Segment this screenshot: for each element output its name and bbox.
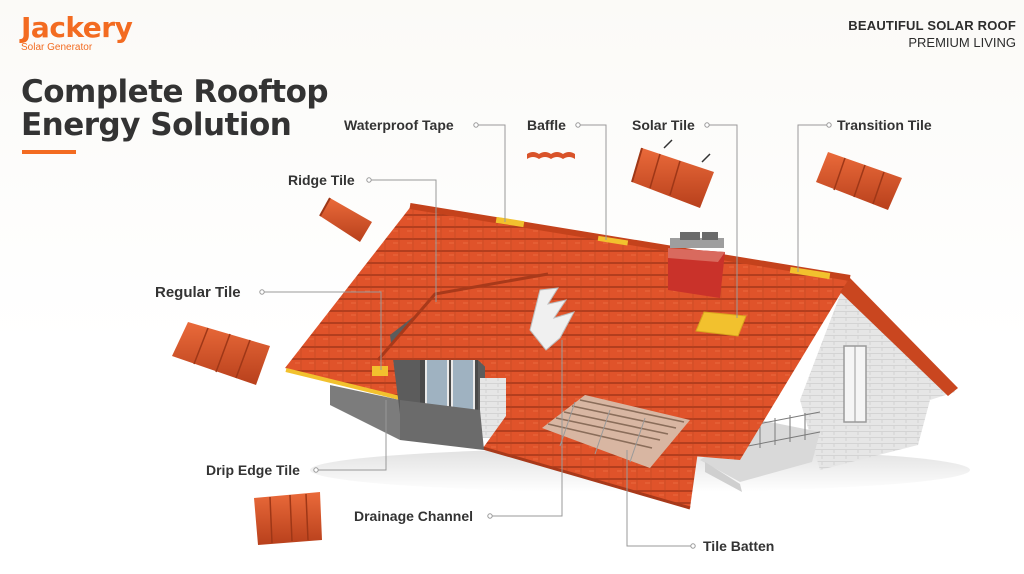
eave-slab xyxy=(330,385,400,440)
tagline: BEAUTIFUL SOLAR ROOF PREMIUM LIVING xyxy=(848,18,1016,50)
page-title-line1: Complete Rooftop xyxy=(21,74,329,110)
callout-dots xyxy=(259,122,832,549)
drip-edge-highlight xyxy=(285,368,401,400)
transition-highlight xyxy=(789,266,831,280)
solar-tile-highlight xyxy=(695,311,747,337)
title-accent-bar xyxy=(22,150,76,154)
ridge-cap xyxy=(409,203,851,281)
brand-subtitle: Solar Generator xyxy=(21,42,93,53)
tagline-primary: BEAUTIFUL SOLAR ROOF xyxy=(848,18,1016,33)
label-drip-edge-tile: Drip Edge Tile xyxy=(206,462,300,478)
chimney xyxy=(668,232,725,298)
page-title: Complete Rooftop Energy Solution xyxy=(21,74,329,143)
label-waterproof-tape: Waterproof Tape xyxy=(344,117,454,133)
ridge-tile-highlight xyxy=(372,366,388,376)
dormer xyxy=(372,272,576,438)
brand-logo: Jackery Solar Generator xyxy=(21,11,133,54)
tile-batten-grid xyxy=(542,395,690,468)
drip-edge-tile-sample xyxy=(254,492,322,545)
waterproof-tape-highlight xyxy=(495,216,525,228)
solar-tile-sample xyxy=(631,139,714,208)
label-solar-tile: Solar Tile xyxy=(632,117,695,133)
roof-rake xyxy=(840,278,958,396)
transition-tile-sample xyxy=(816,152,902,210)
label-regular-tile: Regular Tile xyxy=(155,284,241,301)
brand-name: Jackery xyxy=(21,11,133,44)
label-transition-tile: Transition Tile xyxy=(837,117,932,133)
drainage-flashing xyxy=(529,287,576,351)
front-wall xyxy=(400,400,484,450)
label-drainage-channel: Drainage Channel xyxy=(354,508,474,524)
baffle-sample xyxy=(527,152,575,159)
label-baffle: Baffle xyxy=(527,117,566,133)
callout-lines xyxy=(262,124,829,547)
label-tile-batten: Tile Batten xyxy=(703,538,775,554)
baffle-highlight xyxy=(597,235,629,246)
regular-tile-sample xyxy=(172,322,270,385)
page-title-line2: Energy Solution xyxy=(21,107,292,143)
label-ridge-tile: Ridge Tile xyxy=(288,172,355,188)
tagline-secondary: PREMIUM LIVING xyxy=(908,35,1016,50)
ridge-tile-sample xyxy=(319,197,372,242)
house-gable-wall xyxy=(700,282,955,492)
